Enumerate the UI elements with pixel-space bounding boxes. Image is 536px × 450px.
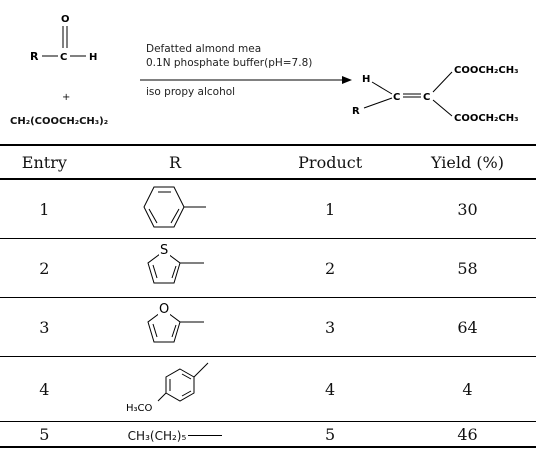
aldehyde-c-label: C [60,52,67,63]
ring-heteroatom: O [159,302,169,317]
product-c2-label: C [423,92,430,103]
hexyl-bond [188,434,223,436]
yield-cell: 64 [399,297,536,357]
yield-cell: 46 [399,421,536,448]
hexyl-label: CH₃(CH₂)₅ [127,428,187,443]
entry-cell: 4 [0,356,89,422]
header-product: Product [261,144,399,180]
product-bond-ester-top [432,71,453,93]
plus-sign: + [62,92,71,103]
entry-cell: 1 [0,179,89,239]
product-cell: 3 [261,297,399,357]
entry-cell: 5 [0,421,89,448]
thienyl-structure: S [147,243,204,284]
table-row: 3 O 3 64 [0,297,536,357]
product-cell: 2 [261,238,399,298]
diethyl-malonate-label: CH₂(COOCH₂CH₃)₂ [10,116,109,127]
header-r: R [88,144,262,180]
product-c1-label: C [393,92,400,103]
yield-cell: 4 [399,356,536,422]
header-yield: Yield (%) [399,144,536,180]
r-structure-cell [88,179,262,239]
header-entry: Entry [0,144,89,180]
product-h-label: H [362,74,370,85]
condition-buffer: 0.1N phosphate buffer(pH=7.8) [146,57,313,69]
ring-heteroatom: S [160,243,168,258]
product-bond-h [371,81,393,95]
product-bond-r [363,97,393,109]
results-table: Entry R Product Yield (%) 1 1 30 2 [0,144,536,448]
reaction-scheme-drawing: R C H O H R C C COOCH₂CH₃ COOCH₂CH₃ [30,14,519,124]
table-row: 4 H₃CO 4 4 [0,356,536,422]
yield-cell: 30 [399,179,536,239]
methoxyphenyl-structure: H₃CO [126,362,209,414]
aldehyde-o-label: O [61,14,70,25]
r-structure-cell: H₃CO [88,356,262,422]
product-bond-ester-bottom [432,99,453,117]
entry-cell: 2 [0,238,89,298]
table-row: 1 1 30 [0,179,536,239]
phenyl-structure [143,186,206,228]
table-header-row: Entry R Product Yield (%) [0,144,536,180]
condition-almond-meal: Defatted almond mea [146,43,262,55]
product-r-label: R [352,106,360,117]
furyl-structure: O [147,302,204,343]
product-cell: 4 [261,356,399,422]
r-structure-cell: CH₃(CH₂)₅ [88,421,262,448]
condition-solvent: iso propy alcohol [146,86,236,98]
ester-bottom-label: COOCH₂CH₃ [454,113,519,124]
yield-cell: 58 [399,238,536,298]
reaction-arrow-head [342,76,352,84]
table-row: 5 CH₃(CH₂)₅ 5 46 [0,421,536,448]
aldehyde-r-label: R [30,50,39,63]
entry-cell: 3 [0,297,89,357]
r-structure-cell: S [88,238,262,298]
aldehyde-h-label: H [89,52,97,63]
product-cell: 1 [261,179,399,239]
table-row: 2 S 2 58 [0,238,536,298]
product-cell: 5 [261,421,399,448]
r-structure-cell: O [88,297,262,357]
reaction-scheme: R C H O H R C C COOCH₂CH₃ COOCH₂CH₃ + CH… [0,0,536,140]
ester-top-label: COOCH₂CH₃ [454,65,519,76]
methoxy-label: H₃CO [126,403,153,414]
